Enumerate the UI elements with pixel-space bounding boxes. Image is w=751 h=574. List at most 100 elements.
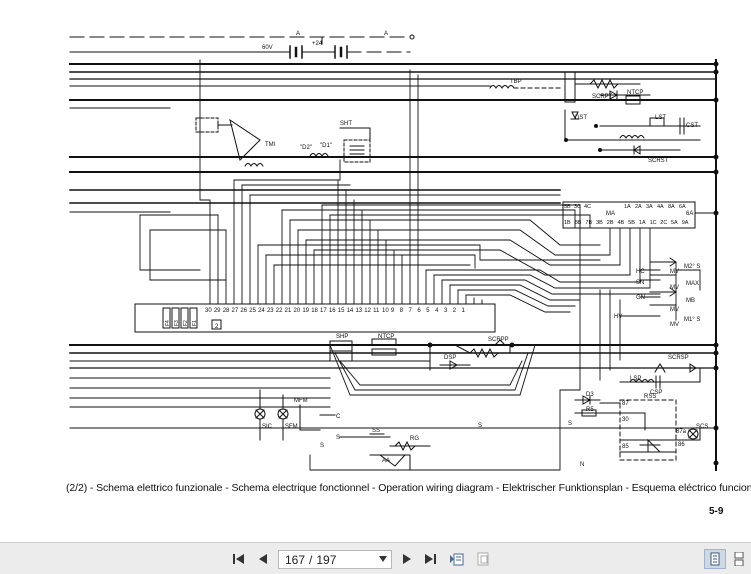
connector-number-28: 2 (453, 308, 457, 314)
label-wire-s: S (336, 435, 340, 441)
label-m2s: M2° S (684, 264, 700, 270)
connector-number-10: 20 (294, 308, 301, 314)
ma-bottom-pin-11: 9A (682, 220, 689, 226)
label-hc: HC (636, 269, 645, 275)
current-page: 167 (285, 552, 306, 567)
label-box2: 2 (215, 324, 219, 330)
label-tbp: TBP (510, 79, 522, 85)
last-page-icon (425, 554, 436, 564)
label-ntcp: NTCP (627, 90, 643, 96)
single-page-view-button[interactable] (704, 549, 726, 569)
connector-number-12: 18 (311, 308, 318, 314)
chevron-down-icon[interactable] (379, 556, 387, 562)
label-wire-s4: S (568, 421, 572, 427)
viewer-toolbar: 167 / 197 (0, 542, 751, 574)
fit-page-button[interactable] (446, 549, 468, 569)
label-r86: 86 (678, 442, 685, 448)
continuous-view-button[interactable] (728, 549, 750, 569)
connector-number-1: 29 (214, 308, 221, 314)
label-mfm: MFM (294, 398, 308, 404)
label-d3: D3 (586, 392, 594, 398)
label-scrsp: SCRSP (668, 355, 689, 361)
connector-number-5: 25 (249, 308, 256, 314)
ma-top-pin-r-3: 4A (657, 204, 664, 210)
first-page-icon (233, 554, 244, 564)
label-ma: MA (606, 211, 615, 217)
connector-number-27: 3 (444, 308, 448, 314)
label-tmi: TMI (265, 142, 276, 148)
label-dsp: DSP (444, 355, 456, 361)
label-mv-2: MV (670, 285, 679, 291)
last-page-button[interactable] (419, 549, 441, 569)
label-wire-ss: SS (372, 428, 380, 434)
connector-number-13: 17 (320, 308, 327, 314)
label-scs: SCS (696, 424, 708, 430)
previous-page-icon (259, 554, 267, 564)
label-rss: RSS (644, 394, 656, 400)
next-page-button[interactable] (396, 549, 418, 569)
label-r87: 87 (622, 401, 629, 407)
label-scrpt: SCRPT (592, 94, 613, 100)
fit-width-button[interactable] (472, 549, 494, 569)
label-r85: 85 (622, 444, 629, 450)
connector-number-21: 9 (391, 308, 395, 314)
label-d1: "D1" (320, 143, 332, 149)
connector-number-22: 8 (400, 308, 404, 314)
ma-bottom-pin-2: 7B (585, 220, 592, 226)
label-r30: 30 (622, 417, 629, 423)
label-mb: MB (686, 298, 695, 304)
label-wire-a-left: A (296, 31, 300, 37)
page-number-field[interactable]: 167 / 197 (278, 550, 392, 569)
connector-number-24: 6 (417, 308, 421, 314)
figure-caption: (2/2) - Schema elettrico funzionale - Sc… (66, 482, 751, 494)
ma-bottom-pin-8: 1C (650, 220, 657, 226)
label-lst: LST (655, 115, 666, 121)
previous-page-button[interactable] (252, 549, 274, 569)
label-csp: CSP (650, 390, 662, 396)
ma-bottom-pin-4: 2B (607, 220, 614, 226)
connector-number-17: 13 (355, 308, 362, 314)
ma-bottom-pin-5: 4B (618, 220, 625, 226)
continuous-view-icon (734, 552, 744, 566)
fuse-label-2: F2 (183, 320, 189, 326)
next-page-icon (403, 554, 411, 564)
fuse-label-3: F1 (192, 320, 198, 326)
connector-number-16: 14 (347, 308, 354, 314)
connector-number-9: 21 (285, 308, 292, 314)
connector-number-2: 28 (223, 308, 230, 314)
fit-width-icon (477, 552, 489, 566)
label-mv-1: MV (670, 269, 679, 275)
connector-number-6: 24 (258, 308, 265, 314)
label-mv-4: MV (670, 322, 679, 328)
connector-number-19: 11 (373, 308, 380, 314)
single-page-view-icon (710, 552, 720, 566)
label-sic: SIC (262, 424, 273, 430)
fuse-label-1: F3 (174, 320, 180, 326)
label-cst: CST (686, 123, 698, 129)
label-sht: SHT (340, 121, 352, 127)
first-page-button[interactable] (228, 549, 250, 569)
label-gn: GN (636, 295, 645, 301)
label-wire-a: A (384, 31, 388, 37)
ma-top-pin-r-0: 1A (624, 204, 631, 210)
label-6a: 6A (686, 211, 693, 217)
label-wire-s2: S (320, 443, 324, 449)
connector-number-3: 27 (232, 308, 239, 314)
wiring-diagram: A A 60V +24 TBP SCRPT NTCP DST LST CST S… (69, 31, 719, 471)
label-ntcp2: NTCP (378, 334, 394, 340)
connector-number-0: 30 (205, 308, 212, 314)
label-scrst: SCRST (648, 158, 669, 164)
label-wire-c: C (336, 414, 341, 420)
label-sn: SN (636, 280, 644, 286)
label-d2: "D2" (300, 145, 312, 151)
ma-bottom-pin-0: 1B (564, 220, 571, 226)
label-m1s: M1° S (684, 317, 700, 323)
label-r87a: 87a (676, 429, 687, 435)
connector-number-26: 4 (435, 308, 439, 314)
label-max: MAX (686, 281, 699, 287)
fuse-label-0: F4 (165, 320, 171, 326)
ma-bottom-pin-3: 3B (596, 220, 603, 226)
